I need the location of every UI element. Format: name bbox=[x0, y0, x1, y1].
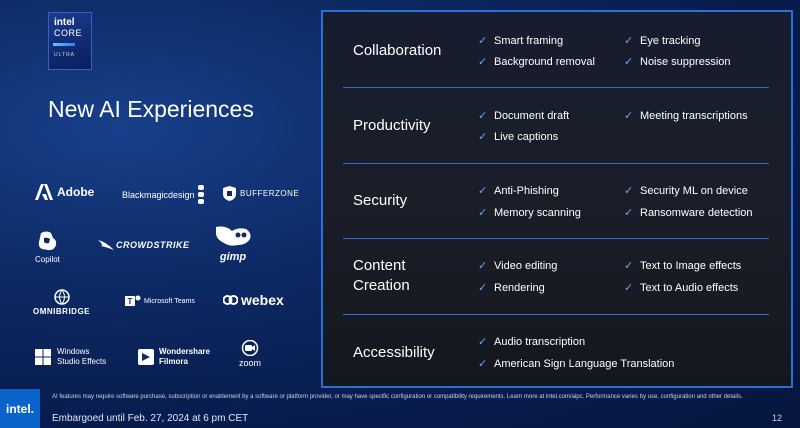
copilot-icon bbox=[39, 231, 57, 251]
copilot-logo: Copilot bbox=[35, 230, 60, 264]
disclaimer-text: AI features may require software purchas… bbox=[52, 394, 743, 400]
feature-item: ✓Text to Image effects bbox=[624, 259, 742, 273]
check-icon: ✓ bbox=[478, 207, 488, 219]
intel-footer-logo: intel. bbox=[0, 389, 40, 428]
row-divider bbox=[343, 238, 769, 239]
check-icon: ✓ bbox=[478, 131, 488, 143]
webex-logo: webex bbox=[223, 292, 284, 308]
adobe-icon bbox=[35, 184, 53, 200]
feature-item: ✓Eye tracking bbox=[624, 34, 701, 48]
row-divider bbox=[343, 163, 769, 164]
zoom-logo: zoom bbox=[239, 340, 261, 368]
check-icon: ✓ bbox=[478, 336, 488, 348]
category-row-productivity: Productivity ✓Document draft ✓Meeting tr… bbox=[323, 88, 791, 163]
page-title: New AI Experiences bbox=[48, 96, 254, 122]
feature-item: ✓Meeting transcriptions bbox=[624, 109, 748, 123]
webex-label: webex bbox=[241, 292, 284, 308]
gimp-label: gimp bbox=[219, 251, 247, 263]
crowdstrike-logo: CROWDSTRIKE bbox=[98, 240, 190, 250]
check-icon: ✓ bbox=[478, 56, 488, 68]
feature-item: ✓Audio transcription bbox=[478, 335, 586, 349]
check-icon: ✓ bbox=[624, 207, 634, 219]
windows-label-line1: Windows bbox=[57, 347, 90, 356]
badge-product: CORE bbox=[54, 28, 83, 38]
row-divider bbox=[343, 314, 769, 315]
feature-item: ✓Background removal bbox=[478, 55, 595, 69]
adobe-logo: Adobe bbox=[35, 184, 94, 200]
feature-item: ✓Anti-Phishing bbox=[478, 184, 559, 198]
gimp-logo: gimp bbox=[212, 225, 254, 263]
badge-brand: intel bbox=[54, 17, 75, 28]
category-label: Productivity bbox=[353, 117, 431, 134]
feature-item: ✓Memory scanning bbox=[478, 206, 581, 220]
check-icon: ✓ bbox=[478, 358, 488, 370]
zoom-label: zoom bbox=[239, 358, 262, 368]
check-icon: ✓ bbox=[624, 35, 634, 47]
check-icon: ✓ bbox=[624, 56, 634, 68]
check-icon: ✓ bbox=[624, 185, 634, 197]
feature-item: ✓Security ML on device bbox=[624, 184, 748, 198]
category-row-accessibility: Accessibility ✓Audio transcription ✓Amer… bbox=[323, 315, 791, 387]
feature-item: ✓Live captions bbox=[478, 130, 559, 144]
crowdstrike-label: CROWDSTRIKE bbox=[116, 240, 190, 250]
category-row-security: Security ✓Anti-Phishing ✓Security ML on … bbox=[323, 164, 791, 239]
shield-icon bbox=[223, 186, 236, 201]
teams-logo: T Microsoft Teams bbox=[125, 294, 195, 308]
gimp-mascot-icon bbox=[216, 226, 251, 246]
wondershare-label-line1: Wondershare bbox=[159, 347, 210, 356]
omnibridge-label: OMNIBRIDGE bbox=[33, 307, 90, 316]
copilot-label: Copilot bbox=[35, 255, 60, 264]
check-icon: ✓ bbox=[624, 260, 634, 272]
category-label: Accessibility bbox=[353, 344, 435, 361]
check-icon: ✓ bbox=[478, 35, 488, 47]
check-icon: ✓ bbox=[478, 185, 488, 197]
badge-accent-bar bbox=[53, 43, 75, 46]
feature-item: ✓Ransomware detection bbox=[624, 206, 753, 220]
adobe-label: Adobe bbox=[57, 185, 95, 199]
ai-experiences-panel: Collaboration ✓Smart framing ✓Eye tracki… bbox=[321, 10, 793, 388]
feature-item: ✓Video editing bbox=[478, 259, 558, 273]
wondershare-label-line2: Filmora bbox=[159, 357, 188, 366]
teams-icon: T bbox=[125, 295, 141, 306]
feature-item: ✓Noise suppression bbox=[624, 55, 731, 69]
filmora-icon bbox=[138, 349, 154, 365]
feature-item: ✓Document draft bbox=[478, 109, 570, 123]
omnibridge-logo: OMNIBRIDGE bbox=[33, 288, 90, 316]
feature-item: ✓Rendering bbox=[478, 281, 545, 295]
check-icon: ✓ bbox=[478, 260, 488, 272]
check-icon: ✓ bbox=[478, 110, 488, 122]
category-label: Collaboration bbox=[353, 42, 442, 59]
check-icon: ✓ bbox=[624, 282, 634, 294]
windows-label-line2: Studio Effects bbox=[57, 357, 107, 366]
blackmagic-label: Blackmagicdesign bbox=[122, 189, 195, 200]
category-label: Security bbox=[353, 192, 408, 209]
webex-icon bbox=[223, 295, 238, 305]
intel-core-ultra-badge: intel CORE ULTRA bbox=[48, 12, 92, 70]
badge-tier: ULTRA bbox=[54, 52, 76, 58]
blackmagic-logo: Blackmagicdesign bbox=[122, 184, 204, 205]
feature-item: ✓American Sign Language Translation bbox=[478, 357, 675, 371]
globe-icon bbox=[53, 289, 70, 305]
video-camera-icon bbox=[241, 340, 259, 356]
feature-item: ✓Text to Audio effects bbox=[624, 281, 739, 295]
falcon-icon bbox=[98, 240, 114, 250]
windows-icon bbox=[35, 349, 51, 365]
teams-label: Microsoft Teams bbox=[144, 297, 195, 305]
check-icon: ✓ bbox=[624, 110, 634, 122]
bufferzone-label: BUFFERZONE bbox=[240, 189, 300, 198]
category-row-collaboration: Collaboration ✓Smart framing ✓Eye tracki… bbox=[323, 12, 791, 87]
embargo-notice: Embargoed until Feb. 27, 2024 at 6 pm CE… bbox=[52, 413, 249, 424]
bufferzone-logo: BUFFERZONE bbox=[223, 186, 299, 201]
blackmagic-icon bbox=[197, 184, 204, 205]
feature-item: ✓Smart framing bbox=[478, 34, 564, 48]
check-icon: ✓ bbox=[478, 282, 488, 294]
row-divider bbox=[343, 87, 769, 88]
page-number: 12 bbox=[772, 413, 783, 423]
svg-text:T: T bbox=[128, 297, 133, 306]
